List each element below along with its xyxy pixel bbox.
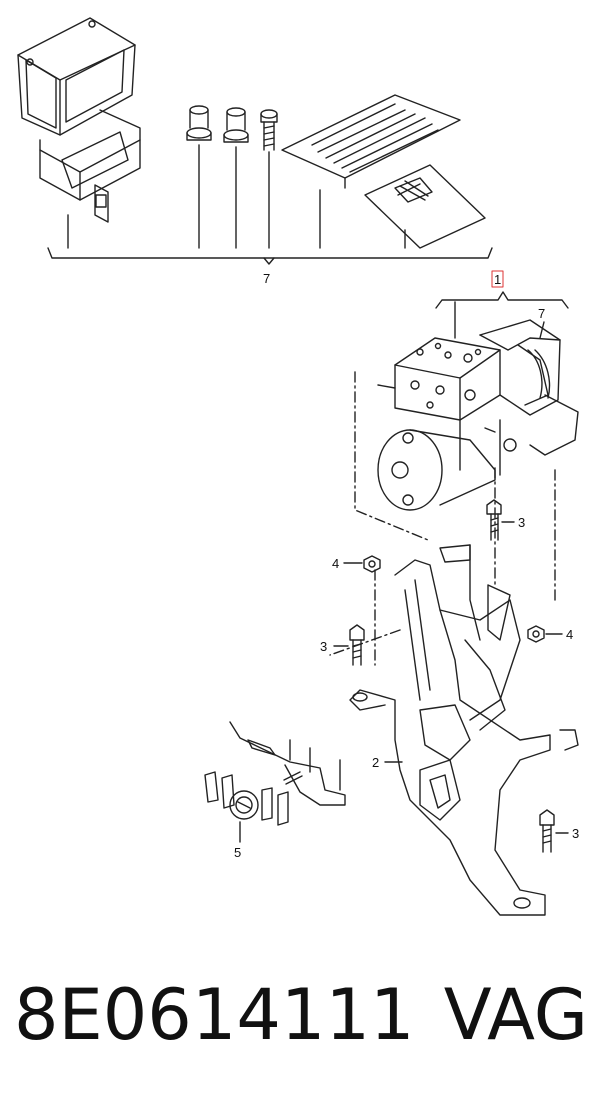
- nut-left-drawing: [363, 555, 381, 573]
- callout-assembly-sub: 7: [538, 306, 545, 321]
- grommet-1-drawing: [186, 105, 212, 141]
- callout-top-group: 7: [263, 271, 270, 286]
- callout-assembly-highlight: [491, 270, 504, 288]
- top-group-leaders: [47, 144, 493, 265]
- screw-drawing: [260, 109, 278, 151]
- callout-nut-right: 4: [566, 627, 573, 642]
- bolt-upper-drawing: [486, 499, 502, 541]
- callout-assembly: 1: [494, 272, 501, 287]
- parts-diagram: 7 1 7: [17, 17, 579, 916]
- instruction-sheet-drawing: [281, 94, 461, 189]
- footer: 8E0614111 VAG: [0, 960, 600, 1100]
- callout-bolt-upper: 3: [518, 515, 525, 530]
- control-unit-drawing: [17, 17, 141, 223]
- abs-hydraulic-unit-drawing: [377, 319, 579, 511]
- mounting-bracket-drawing: [349, 544, 579, 916]
- callout-clip: 5: [234, 845, 241, 860]
- nut-right-drawing: [527, 625, 545, 643]
- brand-name: VAG: [443, 974, 588, 1056]
- callout-bracket: 2: [372, 755, 379, 770]
- part-number: 8E0614111: [14, 974, 415, 1056]
- callout-bolt-left: 3: [320, 639, 327, 654]
- grommet-2-drawing: [223, 107, 249, 143]
- assembly-group-bracket: [435, 291, 569, 309]
- callout-bolt-lower: 3: [572, 826, 579, 841]
- assembly-guide-lines: [329, 371, 556, 666]
- label-sheet-drawing: [364, 164, 486, 249]
- clip-detail-drawing: [204, 721, 346, 826]
- callout-nut-left: 4: [332, 556, 339, 571]
- bolt-left-drawing: [349, 624, 365, 666]
- bolt-lower-drawing: [539, 809, 555, 853]
